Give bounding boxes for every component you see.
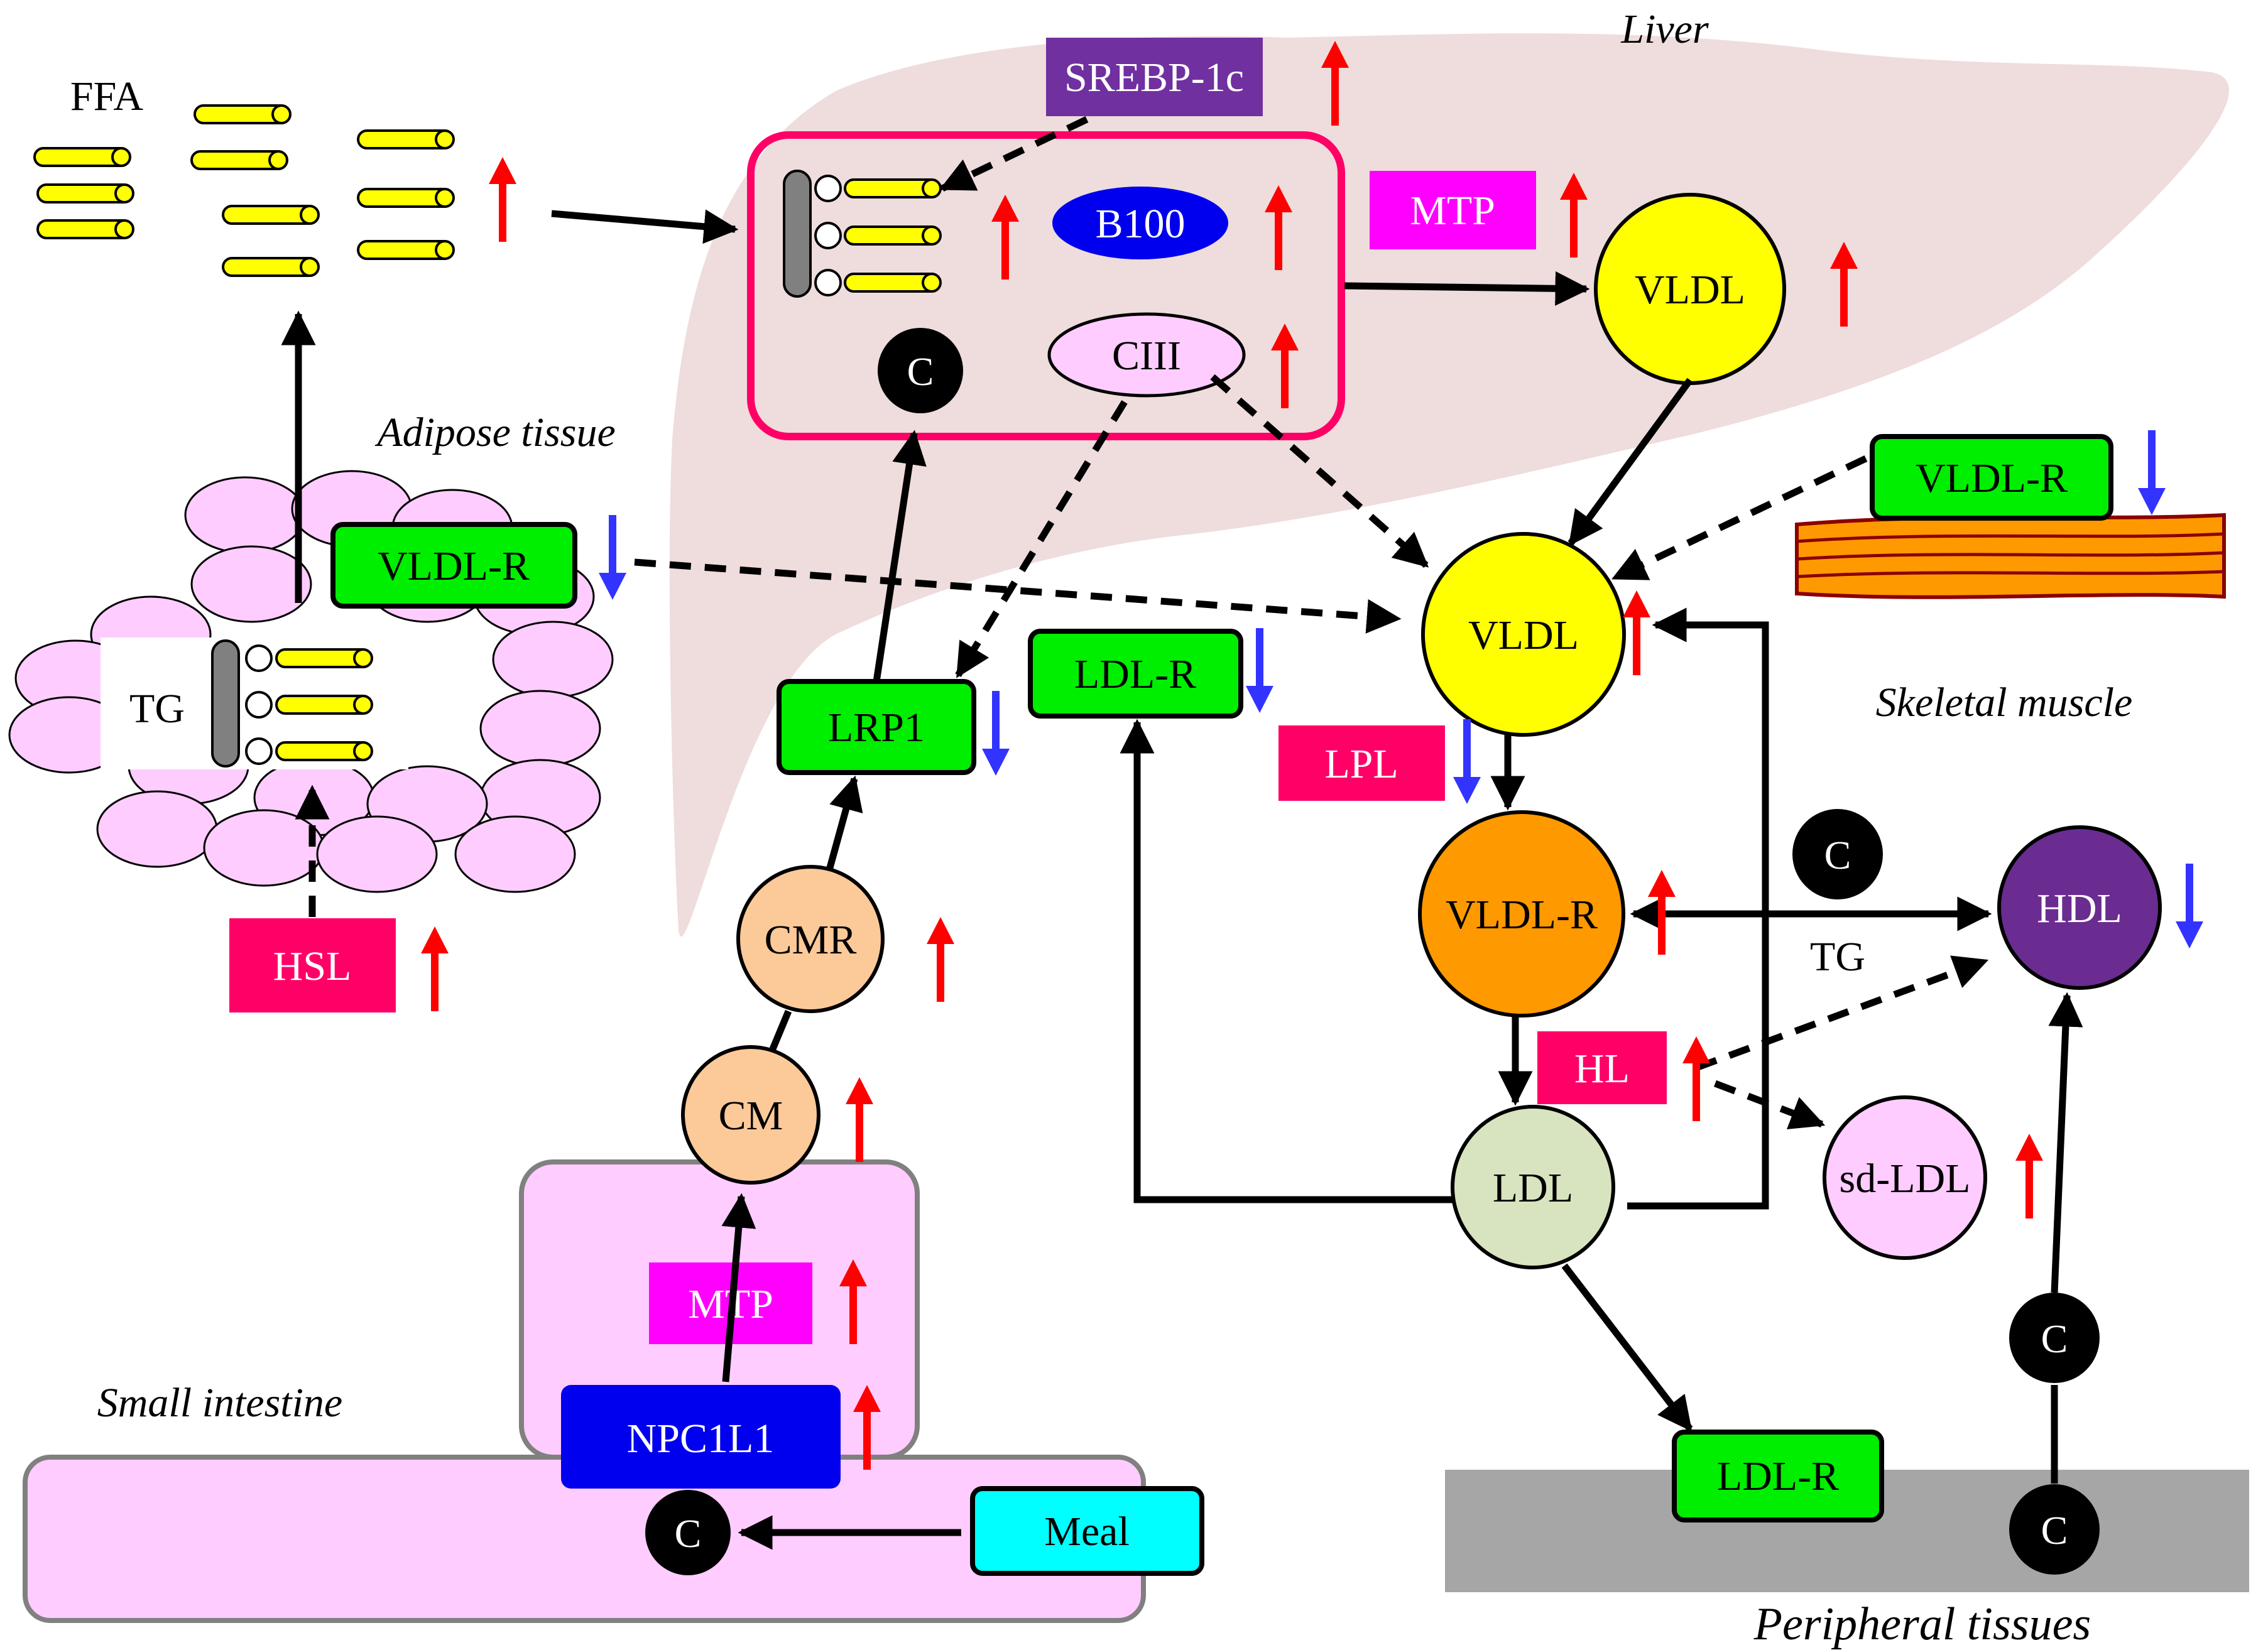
triglyceride-liver-icon (783, 170, 942, 298)
cholesterol-transfer-icon (1792, 809, 1883, 899)
hsl-label: HSL (273, 943, 352, 989)
down-arrow-icon (2176, 864, 2203, 948)
up-arrow-icon (846, 1077, 873, 1162)
ldl-particle (1451, 1105, 1615, 1269)
down-arrow-icon (982, 691, 1010, 776)
cmr-label: CMR (765, 917, 857, 963)
down-arrow-icon (1246, 628, 1273, 713)
down-arrow-icon (1453, 719, 1481, 804)
up-arrow-icon (1623, 590, 1650, 675)
solid-connectors (281, 209, 2083, 1550)
ldl-r-liver-box (1028, 629, 1243, 719)
ldl-r-peripheral-box (1672, 1430, 1884, 1522)
meal-box (970, 1486, 1204, 1576)
hl-label: HL (1574, 1046, 1630, 1092)
cholesterol-peripheral-bottom-label: C (2041, 1508, 2068, 1553)
meal-label: Meal (1044, 1509, 1130, 1555)
vldl-r-adipose-box (330, 522, 577, 609)
liver-label: Liver (1620, 6, 1709, 52)
cholesterol-transfer-label: C (1824, 833, 1851, 877)
cmr-cm-link (769, 1009, 792, 1051)
cm-particle (681, 1045, 821, 1185)
ciii-particle (1047, 312, 1246, 398)
vldl-circulating-label: VLDL (1468, 612, 1579, 658)
lpl-box (1278, 725, 1445, 801)
small-intestine-label: Small intestine (97, 1380, 342, 1426)
npc1l1-box (561, 1385, 841, 1489)
up-arrow-icon (421, 926, 449, 1011)
skeletal-muscle-icon (1795, 513, 2226, 599)
vldl-r-muscle-box (1870, 434, 2113, 521)
vldl-r-particle-label: VLDL-R (1446, 892, 1598, 938)
triglyceride-adipose-icon (211, 639, 373, 768)
lpl-label: LPL (1324, 741, 1398, 787)
hl-box (1537, 1031, 1667, 1104)
srebp-1c-label: SREBP-1c (1064, 55, 1244, 100)
ldl-r-liver-label: LDL-R (1074, 651, 1196, 697)
up-arrow-icon (1682, 1036, 1710, 1121)
down-arrow-icon (2138, 430, 2166, 515)
ffa-molecules-icon (33, 104, 455, 277)
npc1l1-label: NPC1L1 (627, 1416, 775, 1462)
vldl-r-muscle-label: VLDL-R (1916, 455, 2068, 501)
adipose-tissue-label: Adipose tissue (374, 410, 615, 455)
mtp-liver-label: MTP (1410, 188, 1495, 234)
ldl-label: LDL (1493, 1165, 1573, 1211)
cholesterol-peripheral-top-label: C (2041, 1316, 2068, 1361)
up-arrow-icon (489, 157, 516, 242)
cholesterol-liver-icon (878, 328, 963, 413)
skeletal-muscle-label: Skeletal muscle (1876, 680, 2133, 725)
hsl-box (229, 918, 396, 1012)
vldl-circulating-particle (1421, 532, 1626, 737)
sd-ldl-particle (1823, 1095, 1987, 1260)
hdl-particle (1997, 825, 2162, 990)
tg-transfer-label: TG (1810, 934, 1865, 980)
cmr-particle (736, 865, 885, 1013)
ciii-label: CIII (1112, 333, 1181, 379)
ffa-label: FFA (70, 73, 144, 119)
cm-label: CM (719, 1093, 783, 1139)
vldl-r-particle (1418, 810, 1625, 1018)
b100-particle (1052, 187, 1228, 259)
mtp-liver-box (1370, 171, 1536, 249)
tg-adipose-label: TG (129, 686, 185, 732)
peripheral-tissues-label: Peripheral tissues (1753, 1598, 2091, 1650)
sd-ldl-label: sd-LDL (1840, 1156, 1971, 1202)
up-arrow-icon (2015, 1134, 2043, 1219)
b100-label: B100 (1095, 201, 1185, 247)
up-arrow-icon (927, 917, 954, 1002)
cholesterol-intestine-icon (645, 1490, 731, 1575)
vldl-r-adipose-label: VLDL-R (378, 543, 530, 589)
down-arrow-icon (599, 515, 626, 600)
ldl-r-peripheral-label: LDL-R (1717, 1453, 1839, 1499)
srebp-1c-box (1046, 38, 1263, 116)
dashed-connectors (295, 116, 1989, 1130)
cholesterol-liver-label: C (907, 349, 934, 394)
cholesterol-peripheral-top-icon (2009, 1293, 2100, 1383)
cholesterol-peripheral-bottom-icon (2009, 1484, 2100, 1575)
cholesterol-intestine-label: C (675, 1511, 702, 1556)
hdl-label: HDL (2037, 886, 2122, 931)
vldl-liver-label: VLDL (1635, 267, 1745, 313)
lrp1-label: LRP1 (828, 705, 925, 751)
